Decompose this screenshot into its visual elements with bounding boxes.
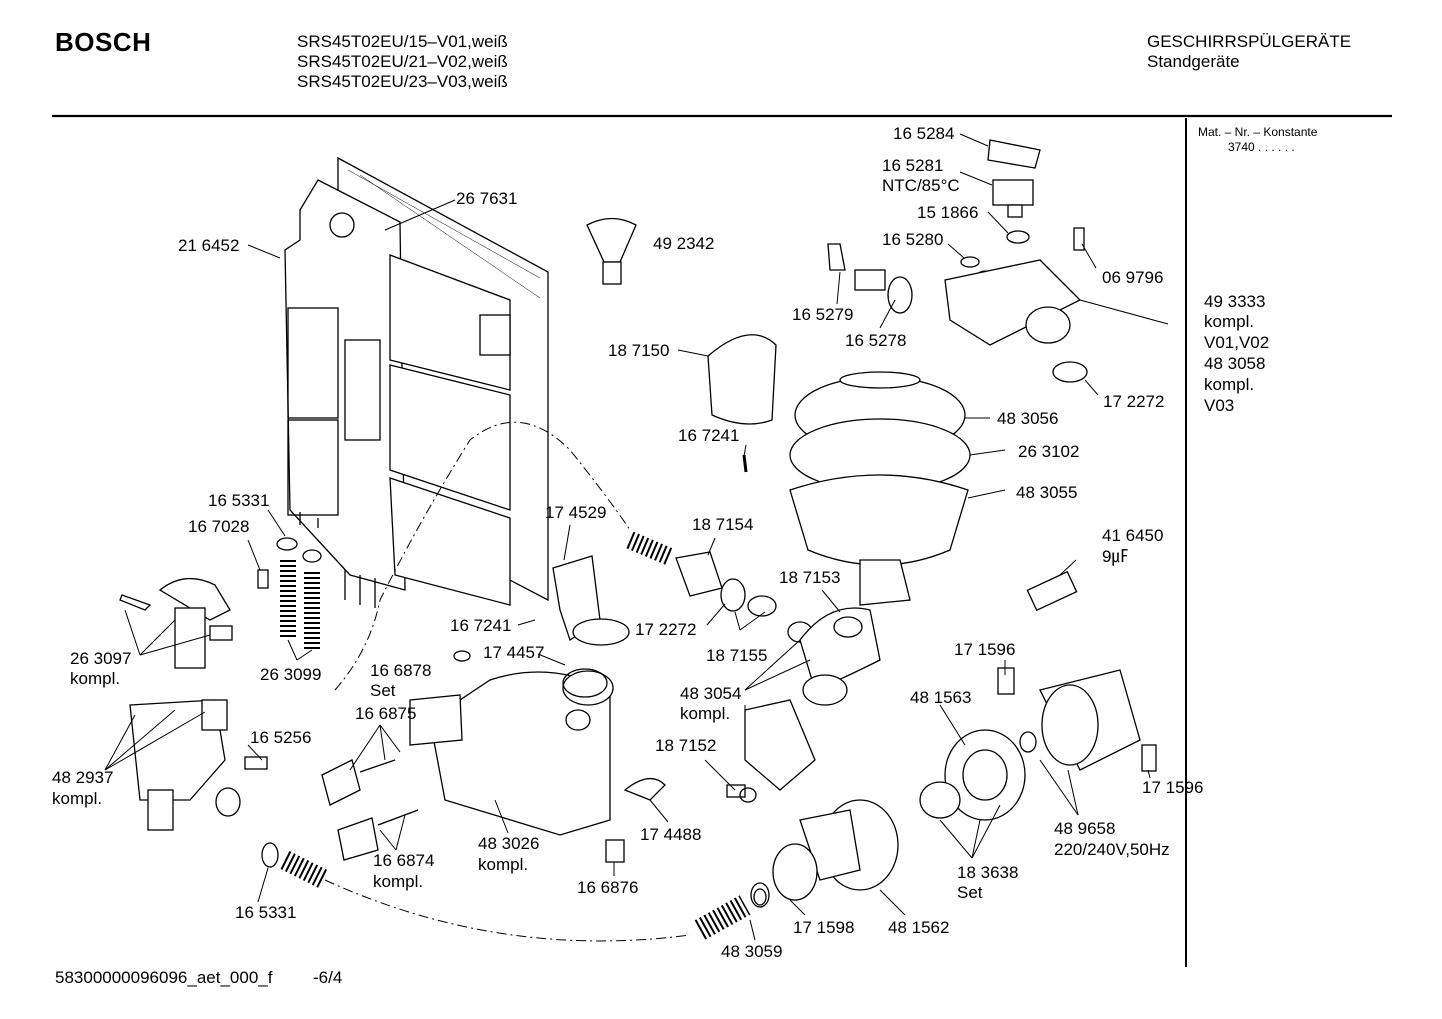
cover-part (707, 334, 777, 425)
model-line-2: SRS45T02EU/21–V02,weiß (297, 52, 508, 71)
label-48-3054-kompl: kompl. (680, 704, 731, 723)
label-16-5331-bottom: 16 5331 (235, 903, 297, 922)
dispenser-part (409, 670, 666, 863)
spiral-hose-a (626, 531, 674, 566)
label-48-3059: 48 3059 (721, 942, 783, 961)
spiral-hose-b (280, 560, 320, 650)
constant-label: Mat. – Nr. – Konstante (1198, 125, 1318, 139)
label-16-6875: 16 6875 (355, 704, 417, 723)
sensor-valve-group (827, 139, 1088, 383)
label-16-5331-top: 16 5331 (208, 491, 270, 510)
label-49-2342: 49 2342 (653, 234, 715, 253)
label-16-5281: 16 5281 (882, 156, 944, 175)
brand-logo: BOSCH (55, 27, 152, 57)
label-18-7150: 18 7150 (608, 341, 670, 360)
hose-route-lines (324, 421, 691, 942)
inlet-valve-group (119, 578, 268, 831)
spiral-hose-d (694, 895, 751, 940)
label-26-3097-kompl: kompl. (70, 669, 121, 688)
label-220-240v: 220/240V,50Hz (1054, 840, 1170, 859)
label-48-3026: 48 3026 (478, 834, 540, 853)
page-number: -6/4 (313, 968, 343, 987)
screw-part (742, 454, 748, 473)
label-48-3054: 48 3054 (680, 684, 742, 703)
connector-parts (675, 551, 881, 706)
label-18-3638: 18 3638 (957, 863, 1019, 882)
valve-module-part (739, 699, 816, 803)
volute-part (750, 799, 899, 908)
document-id: 58300000096096_aet_000_f (55, 968, 273, 987)
label-16-7241-top: 16 7241 (678, 426, 740, 445)
label-17-1596-bottom: 17 1596 (1142, 778, 1204, 797)
label-48-3056: 48 3056 (997, 409, 1059, 428)
label-48-1562: 48 1562 (888, 918, 950, 937)
label-48-3026-kompl: kompl. (478, 855, 529, 874)
label-16-6878: 16 6878 (370, 661, 432, 680)
label-18-7155: 18 7155 (706, 646, 768, 665)
solenoid-parts (321, 759, 419, 861)
bracket-part (552, 555, 630, 646)
small-seal-parts (257, 537, 767, 906)
label-48-2937-kompl: kompl. (52, 789, 103, 808)
label-18-3638-set: Set (957, 883, 983, 902)
label-26-3097: 26 3097 (70, 649, 132, 668)
label-16-6878-set: Set (370, 681, 396, 700)
label-16-5280: 16 5280 (882, 230, 944, 249)
category-title: GESCHIRRSPÜLGERÄTE (1147, 32, 1352, 51)
model-line-1: SRS45T02EU/15–V01,weiß (297, 32, 508, 51)
sidebar-note-1: 49 3333 (1204, 292, 1266, 311)
label-18-7153: 18 7153 (779, 568, 841, 587)
label-21-6452: 21 6452 (178, 236, 240, 255)
label-15-1866: 15 1866 (917, 203, 979, 222)
label-18-7154: 18 7154 (692, 515, 754, 534)
label-26-3099: 26 3099 (260, 665, 322, 684)
label-ntc-85: NTC/85°C (882, 176, 960, 195)
label-17-4488: 17 4488 (640, 825, 702, 844)
label-16-7028: 16 7028 (188, 517, 250, 536)
label-16-6876: 16 6876 (577, 878, 639, 897)
capacitor-part (1026, 570, 1078, 612)
label-26-3102: 26 3102 (1018, 442, 1080, 461)
label-18-7152: 18 7152 (655, 736, 717, 755)
label-16-6874-kompl: kompl. (373, 872, 424, 891)
label-06-9796: 06 9796 (1102, 268, 1164, 287)
pump-motor-group (919, 667, 1157, 821)
spiral-hose-c (280, 851, 330, 889)
label-48-1563: 48 1563 (910, 688, 972, 707)
label-16-5278: 16 5278 (845, 331, 907, 350)
label-17-4529: 17 4529 (545, 503, 607, 522)
label-17-2272-top: 17 2272 (1103, 392, 1165, 411)
label-48-9658: 48 9658 (1054, 819, 1116, 838)
label-48-3055: 48 3055 (1016, 483, 1078, 502)
label-17-4457: 17 4457 (483, 643, 545, 662)
label-17-1596-top: 17 1596 (954, 640, 1016, 659)
model-line-3: SRS45T02EU/23–V03,weiß (297, 72, 508, 91)
leader-lines (104, 133, 1169, 941)
sidebar-note-2: kompl. (1204, 312, 1255, 331)
air-duct-part (284, 179, 511, 608)
constant-value: 3740 . . . . . . (1228, 140, 1295, 154)
label-16-5256: 16 5256 (250, 728, 312, 747)
label-26-7631: 26 7631 (456, 189, 518, 208)
label-17-1598: 17 1598 (793, 918, 855, 937)
sidebar-note-4: 48 3058 (1204, 354, 1266, 373)
label-16-5279: 16 5279 (792, 305, 854, 324)
label-41-6450: 41 6450 (1102, 526, 1164, 545)
label-16-6874: 16 6874 (373, 851, 435, 870)
sidebar-note-5: kompl. (1204, 375, 1255, 394)
subcategory-title: Standgeräte (1147, 52, 1240, 71)
label-17-2272-mid: 17 2272 (635, 620, 697, 639)
sidebar-note-3: V01,V02 (1204, 333, 1270, 352)
sump-assembly (789, 371, 971, 606)
label-48-2937: 48 2937 (52, 768, 114, 787)
funnel-part (586, 217, 637, 285)
label-16-7241-mid: 16 7241 (450, 616, 512, 635)
sidebar-note-6: V03 (1204, 396, 1235, 415)
label-16-5284: 16 5284 (893, 124, 955, 143)
label-9mf: 9㎌ (1102, 547, 1129, 566)
